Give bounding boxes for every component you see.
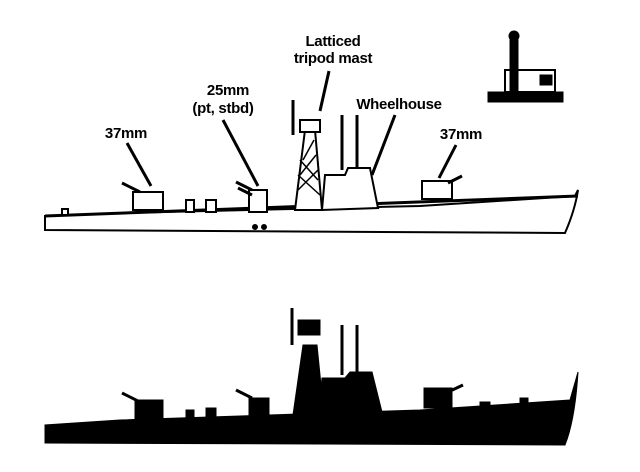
inset-head-on-view [487,30,564,103]
label-mast-2: tripod mast [294,50,373,67]
wheelhouse [320,167,380,212]
label-mast-1: Latticed [305,33,360,50]
gun-25mm [248,189,268,213]
gun-37mm-fwd [132,191,164,211]
radar [299,119,321,133]
ship-silhouette [44,308,579,446]
ship-profile-outline [44,100,579,235]
gun-37mm-aft [421,180,453,200]
label-wheelhouse: Wheelhouse [356,96,441,113]
label-37mm-fwd: 37mm [105,125,147,142]
leader-lines [125,70,458,187]
label-37mm-aft: 37mm [440,126,482,143]
label-25mm-1: 25mm [207,82,249,99]
label-25mm-2: (pt, stbd) [192,100,253,117]
